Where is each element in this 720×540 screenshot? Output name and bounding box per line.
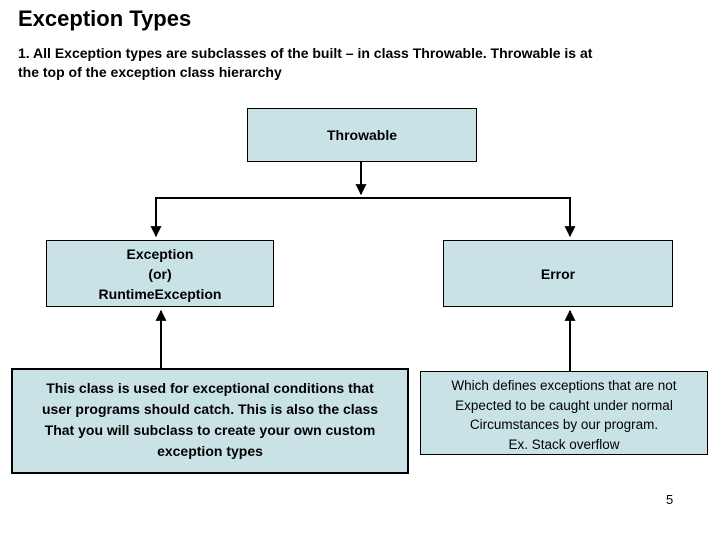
node-throwable: Throwable [247,108,477,162]
node-exception: Exception (or) RuntimeException [46,240,274,307]
slide-body-text: 1. All Exception types are subclasses of… [18,45,593,80]
page-number: 5 [666,492,674,507]
slide-title: Exception Types [18,6,192,31]
node-error-label: Error [540,265,576,282]
node-exception-line-1: Exception [126,245,194,262]
node-error: Error [443,240,673,307]
node-throwable-label: Throwable [326,127,397,143]
note-error-description: Which defines exceptions that are not Ex… [420,371,708,455]
node-exception-line-3: RuntimeException [98,285,222,302]
node-exception-line-2: (or) [148,265,172,282]
note-exception-description: This class is used for exceptional condi… [11,368,409,474]
